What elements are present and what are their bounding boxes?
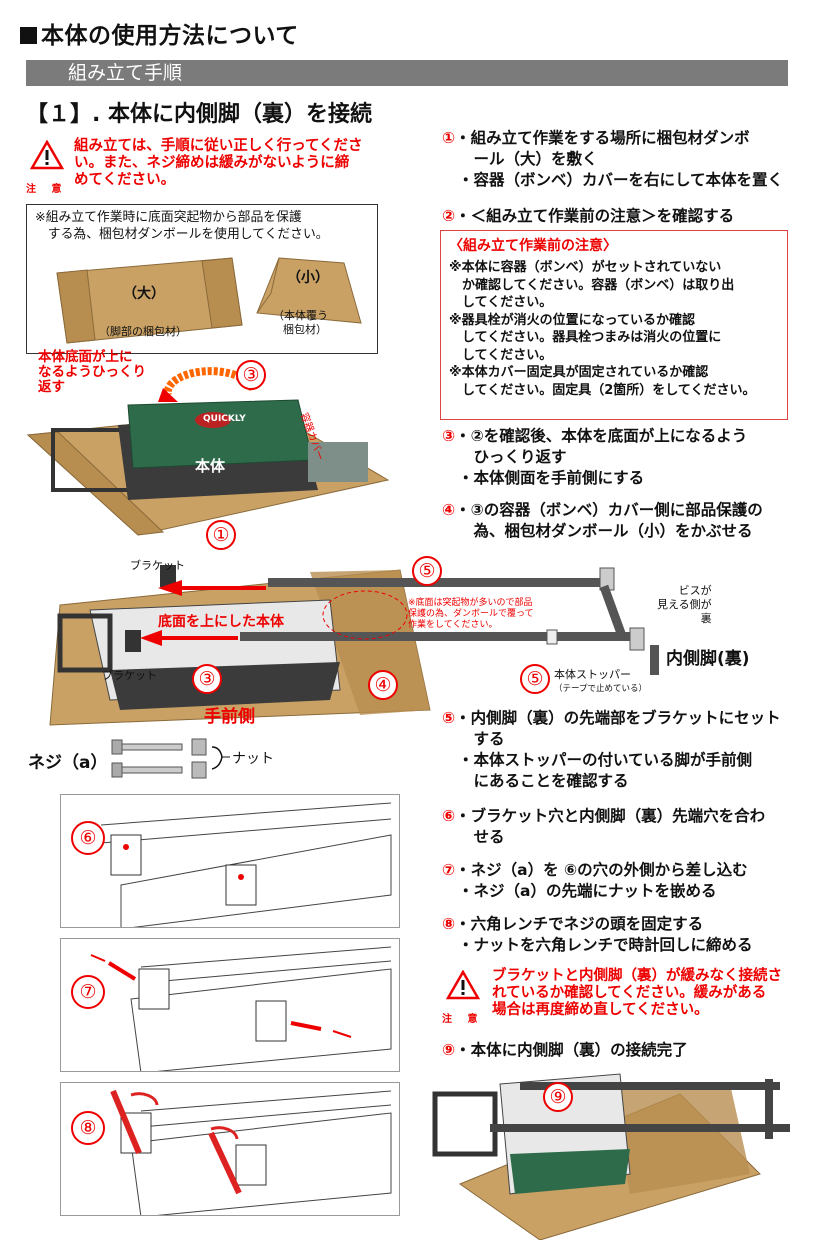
instruction-8: ⑧・六角レンチでネジの頭を固定する ・ナットを六角レンチで時計回しに締める [442, 915, 753, 954]
pre-check-body: ※本体に容器（ボンベ）がセットされていない か確認してください。容器（ボンベ）は… [449, 260, 756, 398]
cardboard-note-box: ※組み立て作業時に底面突起物から部品を保護 する為、梱包材ダンボールを使用してく… [26, 204, 378, 354]
detail-figure-7: ⑦ [60, 938, 400, 1072]
instruction-1: ①・組み立て作業をする場所に梱包材ダンボ ール（大）を敷く ・容器（ボンベ）カバ… [442, 129, 784, 189]
instruction-5: ⑤・内側脚（裏）の先端部をブラケットにセット する ・本体ストッパーの付いている… [442, 709, 781, 790]
small-caption-2: 梱包材） [283, 323, 327, 336]
instruction-7: ⑦・ネジ（a）を ⑥の穴の外側から差し込む ・ネジ（a）の先端にナットを嵌める [442, 861, 748, 900]
step-3-marker: ③ [236, 360, 266, 390]
stopper-label: 本体ストッパー [554, 668, 631, 681]
flip-note: 本体底面が上に なるようひっくり 返す [38, 349, 146, 395]
caution-text: 組み立ては、手順に従い正しく行ってくださ い。また、ネジ締めは緩みがないように締… [74, 138, 363, 188]
caution-label-bottom: 注 意 [442, 1014, 484, 1025]
instruction-4: ④・③の容器（ボンベ）カバー側に部品保護の 為、梱包材ダンボール（小）をかぶせる [442, 501, 763, 540]
flip-body-figure [26, 367, 390, 536]
front-side-label: 手前側 [204, 707, 255, 727]
square-bullet-icon [20, 27, 37, 44]
inner-leg-label: 内側脚(裏) [666, 649, 750, 669]
page-title: 本体の使用方法について [20, 16, 299, 50]
figure-7-drawing [90, 946, 392, 1071]
assembly-figure [49, 565, 659, 726]
instruction-2: ②・＜組み立て作業前の注意＞を確認する [442, 207, 735, 225]
screw-side-note: ビスが 見える側が 裏 [657, 584, 712, 625]
small-caption-1: （本体覆う [273, 309, 328, 322]
small-label: （小） [287, 270, 329, 286]
pre-check-heading: 〈組み立て作業前の注意〉 [449, 238, 617, 254]
step-title: 【１】. 本体に内側脚（裏）を接続 [26, 102, 373, 127]
bracket-bottom-label: ブラケット [102, 669, 157, 682]
completed-assembly-figure [432, 1073, 790, 1240]
step-1-marker: ① [206, 520, 236, 550]
step-9-marker: ⑨ [543, 1082, 573, 1112]
step-7-marker: ⑦ [71, 975, 105, 1009]
step-8-marker: ⑧ [71, 1111, 105, 1145]
step-5-marker-b: ⑤ [520, 664, 550, 694]
figure-8-drawing [110, 1089, 392, 1215]
detail-figure-8: ⑧ [60, 1082, 400, 1216]
section-banner: 組み立て手順 [26, 60, 788, 86]
bracket-top-label: ブラケット [130, 559, 185, 572]
instruction-6: ⑥・ブラケット穴と内側脚（裏）先端穴を合わ せる [442, 807, 766, 846]
bottom-caution-text: ブラケットと内側脚（裏）が緩みなく接続さ れているか確認してください。緩みがある… [492, 968, 782, 1018]
small-cardboard-illustration [256, 257, 362, 324]
stopper-sub-label: （テープで止めている） [554, 684, 647, 694]
nut-label: ナット [232, 751, 274, 767]
pre-check-box: 〈組み立て作業前の注意〉 ※本体に容器（ボンベ）がセットされていない か確認して… [440, 230, 788, 420]
protect-note: ※底面は突起物が多いので部品 保護の為、ダンボールで覆って 作業をしてください。 [408, 598, 534, 630]
large-cardboard-illustration [56, 257, 243, 344]
screw-nut-illustration [111, 738, 230, 779]
quickly-logo: QUICKLY [203, 414, 246, 424]
step-3-marker-b: ③ [192, 664, 222, 694]
note-text: ※組み立て作業時に底面突起物から部品を保護 する為、梱包材ダンボールを使用してく… [35, 210, 329, 242]
caution-label: 注 意 [26, 184, 68, 195]
warning-icon [446, 970, 480, 1000]
detail-figure-6: ⑥ [60, 794, 400, 928]
bottom-up-label: 底面を上にした本体 [158, 614, 284, 630]
large-label: （大） [123, 286, 165, 302]
figure-6-drawing [100, 802, 392, 927]
large-caption: （脚部の梱包材） [99, 325, 187, 338]
screw-label: ネジ（a） [28, 753, 108, 773]
body-label: 本体 [195, 457, 226, 475]
step-4-marker: ④ [368, 670, 398, 700]
instruction-9: ⑨・本体に内側脚（裏）の接続完了 [442, 1041, 688, 1059]
instruction-3: ③・②を確認後、本体を底面が上になるよう ひっくり返す ・本体側面を手前側にする [442, 427, 748, 487]
step-6-marker: ⑥ [71, 821, 105, 855]
warning-icon [30, 140, 64, 170]
step-5-marker-a: ⑤ [412, 556, 442, 586]
